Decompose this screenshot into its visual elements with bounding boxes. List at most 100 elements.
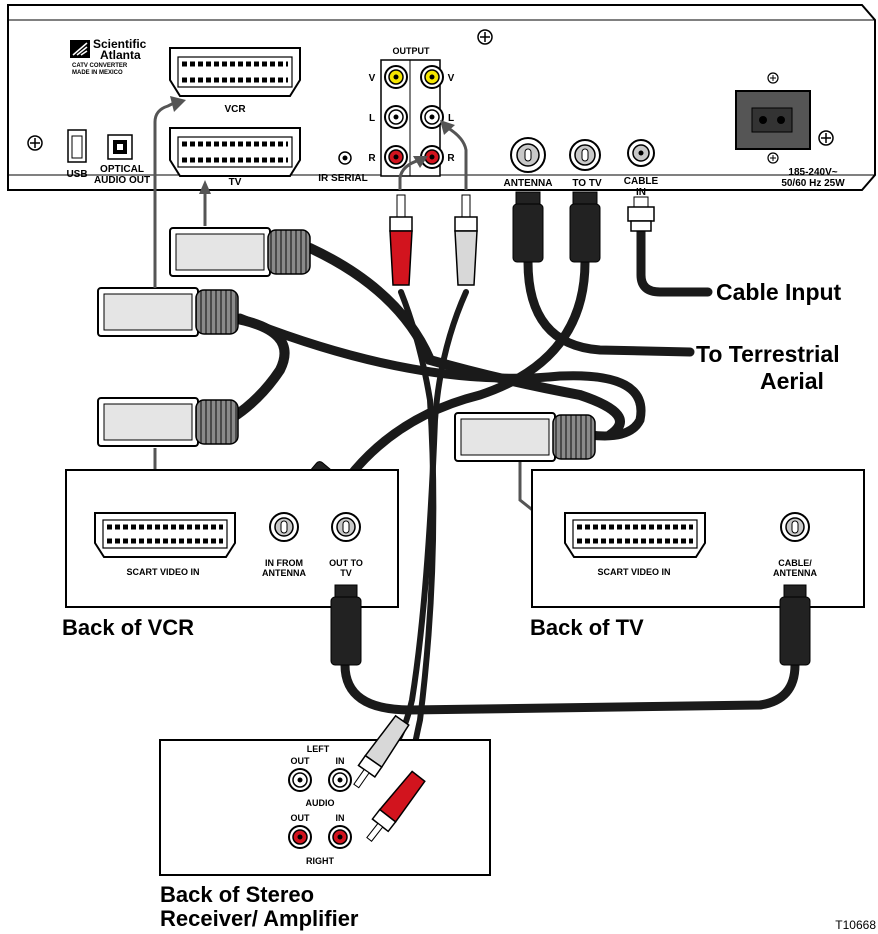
arrow-to-vcr-port	[153, 100, 177, 288]
tv-scart-port: TV	[169, 127, 301, 188]
stereo-out-top: OUT	[291, 756, 311, 766]
rca-jack-right-audio-1	[384, 145, 408, 169]
stereo-left-label: LEFT	[307, 744, 330, 754]
scart-plug-vcr-converter	[97, 287, 239, 337]
optical-audio-out-port: OPTICAL AUDIO OUT	[94, 134, 150, 186]
model-line1: CATV CONVERTER	[72, 63, 128, 69]
terrestrial-callout-line2: Aerial	[760, 368, 824, 394]
rca-jack-left-audio-2	[420, 105, 444, 129]
tv-cable-antenna-port: CABLE/ ANTENNA	[773, 512, 817, 578]
usb-label: USB	[66, 169, 87, 180]
stereo-right-in-jack	[328, 825, 352, 849]
rca-jack-left-audio-1	[384, 105, 408, 129]
vcr-out-to-tv-port: OUT TO TV	[329, 512, 363, 578]
output-r-right: R	[447, 153, 455, 164]
stereo-left-out-jack	[288, 768, 312, 792]
terrestrial-aerial-coax	[523, 257, 695, 357]
scart-plug-vcr-device	[97, 397, 239, 447]
vcr-in-from-line1: IN FROM	[265, 558, 303, 568]
stereo-left-in-jack	[328, 768, 352, 792]
stereo-in-bottom: IN	[336, 813, 345, 823]
tv-port-label: TV	[229, 177, 242, 188]
vcr-in-from-line2: ANTENNA	[262, 568, 306, 578]
cable-in-label-line2: IN	[636, 187, 646, 198]
usb-port: USB	[66, 129, 88, 180]
antenna-coax-plug	[512, 191, 544, 263]
optical-label-line2: AUDIO OUT	[94, 175, 150, 186]
brand-line1: Scientific	[93, 37, 147, 51]
power-socket: 185-240V~ 50/60 Hz 25W	[735, 72, 845, 189]
model-line2: MADE IN MEXICO	[72, 70, 123, 76]
arrow-white-plug	[447, 126, 468, 190]
output-l-left: L	[369, 113, 375, 124]
cable-in-label-line1: CABLE	[624, 176, 659, 187]
stereo-back-panel: LEFT OUT IN AUDIO OUT IN RIGHT	[159, 739, 491, 876]
rca-jack-video-right	[420, 65, 444, 89]
stereo-red-rca-plug	[366, 770, 426, 842]
antenna-port: ANTENNA	[504, 137, 553, 189]
vcr-out-coax-plug	[330, 584, 362, 666]
cable-input-callout: Cable Input	[716, 279, 842, 305]
stereo-white-rca-plug	[353, 714, 410, 789]
stereo-right-out-jack	[288, 825, 312, 849]
screw-icon	[27, 135, 43, 151]
power-label-line2: 50/60 Hz 25W	[781, 178, 845, 189]
brand-logo: Scientific Atlanta CATV CONVERTER MADE I…	[70, 37, 147, 76]
vcr-out-to-line1: OUT TO	[329, 558, 363, 568]
vcr-out-to-line2: TV	[340, 568, 352, 578]
vcr-title: Back of VCR	[62, 615, 194, 640]
ir-serial-port: IR SERIAL	[318, 151, 368, 184]
white-rca-plug	[454, 194, 478, 286]
optical-label-line1: OPTICAL	[100, 164, 144, 175]
stereo-audio-label: AUDIO	[306, 798, 335, 808]
cable-in-port: CABLE IN	[624, 139, 659, 198]
figure-id: T10668	[835, 918, 876, 932]
red-rca-plug	[389, 194, 413, 286]
audio-cable-red	[398, 289, 437, 783]
tv-title: Back of TV	[530, 615, 644, 640]
audio-cable-white	[392, 289, 469, 748]
to-tv-to-vcr-coax	[325, 257, 590, 510]
screw-icon	[477, 29, 493, 45]
to-tv-label: TO TV	[572, 178, 602, 189]
ir-serial-label: IR SERIAL	[318, 173, 367, 184]
tv-coax-plug	[779, 584, 811, 666]
stereo-right-label: RIGHT	[306, 856, 335, 866]
stereo-in-top: IN	[336, 756, 345, 766]
stereo-title-line2: Receiver/ Amplifier	[160, 906, 359, 931]
stereo-title-line1: Back of Stereo	[160, 882, 314, 907]
tv-scart-label: SCART VIDEO IN	[597, 567, 670, 577]
vcr-port-label: VCR	[224, 104, 246, 115]
vcr-in-from-antenna-port: IN FROM ANTENNA	[262, 512, 306, 578]
tv-scart-video-in: SCART VIDEO IN	[564, 512, 706, 577]
cable-input-coax	[636, 225, 713, 297]
scart-loop-cable	[235, 313, 646, 441]
terrestrial-callout-line1: To Terrestrial	[696, 341, 840, 367]
tv-back-panel: SCART VIDEO IN CABLE/ ANTENNA	[531, 469, 865, 608]
to-tv-port: TO TV	[569, 139, 602, 189]
cables	[227, 225, 800, 783]
antenna-label: ANTENNA	[504, 178, 553, 189]
output-v-left: V	[369, 73, 376, 84]
vcr-scart-port: VCR	[169, 47, 301, 115]
tv-cable-line2: ANTENNA	[773, 568, 817, 578]
power-label-line1: 185-240V~	[788, 167, 837, 178]
output-l-right: L	[448, 113, 454, 124]
vcr-scart-label: SCART VIDEO IN	[126, 567, 199, 577]
screw-icon	[818, 130, 834, 146]
output-v-right: V	[448, 73, 455, 84]
scart-plug-tv-device	[454, 412, 596, 462]
to-tv-coax-plug	[569, 191, 601, 263]
vcr-back-panel: SCART VIDEO IN IN FROM ANTENNA OUT TO TV	[65, 469, 399, 608]
stereo-out-bottom: OUT	[291, 813, 311, 823]
vcr-scart-video-in: SCART VIDEO IN	[94, 512, 236, 577]
scart-plug-tv-converter	[169, 227, 311, 277]
cable-in-f-plug	[627, 196, 655, 232]
brand-line2: Atlanta	[100, 48, 141, 62]
rca-jack-video-left	[384, 65, 408, 89]
output-label: OUTPUT	[393, 46, 431, 56]
tv-cable-line1: CABLE/	[778, 558, 812, 568]
screw-icon	[767, 152, 779, 164]
screw-icon	[767, 72, 779, 84]
